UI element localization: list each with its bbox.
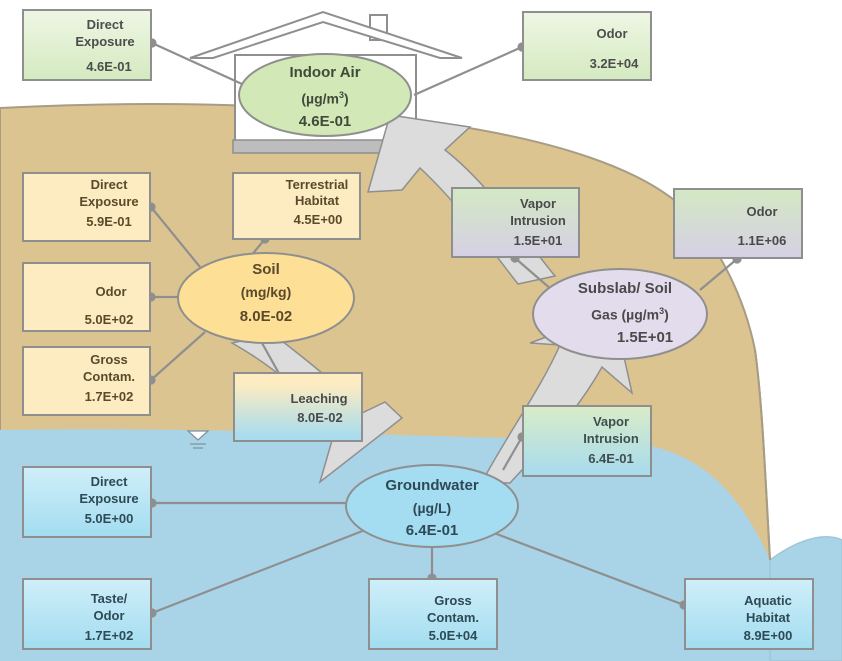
box-label-1: Aquatic [744, 593, 792, 608]
soil-name: Soil [252, 261, 280, 278]
box-label-1: Odor [746, 204, 778, 219]
box-value: 6.4E-01 [588, 451, 634, 466]
groundwater-name: Groundwater [385, 477, 479, 494]
gw-taste-odor-box: Taste/ Odor 1.7E+02 [22, 578, 152, 650]
soil-unit: (mg/kg) [240, 284, 292, 300]
vapor-intrusion-air-box: Vapor Intrusion 1.5E+01 [451, 187, 580, 258]
terrestrial-habitat-box: Terrestrial Habitat 4.5E+00 [232, 172, 361, 240]
box-label-2: Habitat [294, 193, 340, 208]
groundwater-value: 6.4E-01 [405, 522, 459, 539]
groundwater-node [345, 464, 519, 548]
subslab-label: Subslab/ Soil Gas (µg/m3) 1.5E+01 [545, 278, 705, 350]
box-label-1: Direct [90, 474, 128, 489]
box-label-1: Gross [90, 352, 128, 367]
box-label-2: Habitat [745, 610, 791, 625]
box-label-2: Contam. [83, 369, 135, 384]
box-label-1: Taste/ [90, 591, 128, 606]
subslab-soil-gas-node [532, 268, 708, 360]
box-value: 4.6E-01 [86, 59, 132, 74]
box-label-2: Contam. [427, 610, 479, 625]
aquatic-habitat-box: Aquatic Habitat 8.9E+00 [684, 578, 814, 650]
box-label-1: Vapor [519, 196, 557, 211]
groundwater-label: Groundwater (µg/L) 6.4E-01 [352, 475, 512, 543]
box-label-2: Exposure [79, 194, 139, 209]
indoor-air-node [238, 53, 412, 137]
indoor-air-name: Indoor Air [289, 64, 361, 81]
box-label-1: Odor [596, 26, 628, 41]
box-label-1: Direct [86, 17, 124, 32]
water-table-icon [186, 430, 210, 449]
gas-odor-box: Odor 1.1E+06 [673, 188, 803, 259]
box-label-1: Vapor [592, 414, 630, 429]
box-value: 1.1E+06 [737, 233, 787, 248]
soil-direct-exposure-box: Direct Exposure 5.9E-01 [22, 172, 151, 242]
air-direct-exposure-box: Direct Exposure 4.6E-01 [22, 9, 152, 81]
subslab-value: 1.5E+01 [616, 328, 674, 346]
box-label-1: Gross [434, 593, 472, 608]
soil-label: Soil (mg/kg) 8.0E-02 [186, 258, 346, 330]
box-label-2: Exposure [79, 491, 139, 506]
box-value: 1.7E+02 [84, 389, 134, 404]
soil-gross-contam-box: Gross Contam. 1.7E+02 [22, 346, 151, 416]
box-value: 4.5E+00 [293, 212, 343, 227]
indoor-air-label: Indoor Air (µg/m3) 4.6E-01 [245, 62, 405, 134]
indoor-air-unit: (µg/m3) [301, 90, 349, 107]
gw-gross-contam-box: Gross Contam. 5.0E+04 [368, 578, 498, 650]
box-value: 8.9E+00 [743, 628, 793, 643]
box-label-1: Terrestrial [285, 177, 349, 192]
subslab-name: Subslab/ Soil [577, 280, 673, 297]
box-label-2: Odor [93, 608, 125, 623]
box-value: 1.7E+02 [84, 628, 134, 643]
box-value: 5.0E+00 [84, 511, 134, 526]
box-value: 5.0E+04 [428, 628, 478, 643]
box-value: 1.5E+01 [513, 233, 563, 248]
vapor-intrusion-gw-box: Vapor Intrusion 6.4E-01 [522, 405, 652, 477]
box-label-2: Intrusion [583, 431, 639, 446]
box-value: 5.0E+02 [84, 312, 134, 327]
box-label-2: Intrusion [510, 213, 566, 228]
soil-value: 8.0E-02 [239, 308, 293, 325]
leaching-box: Leaching 8.0E-02 [233, 372, 363, 442]
box-label-1: Odor [95, 284, 127, 299]
box-value: 8.0E-02 [297, 410, 343, 425]
box-label-1: Leaching [290, 391, 348, 406]
box-label-2: Exposure [75, 34, 135, 49]
groundwater-unit: (µg/L) [412, 500, 452, 516]
soil-node [177, 252, 355, 344]
box-label-1: Direct [90, 177, 128, 192]
box-value: 5.9E-01 [86, 214, 132, 229]
soil-odor-box: Odor 5.0E+02 [22, 262, 151, 332]
subslab-unit: Gas (µg/m3) [591, 306, 669, 323]
gw-direct-exposure-box: Direct Exposure 5.0E+00 [22, 466, 152, 538]
indoor-air-value: 4.6E-01 [298, 112, 352, 130]
box-value: 3.2E+04 [589, 56, 639, 71]
air-odor-box: Odor 3.2E+04 [522, 11, 652, 81]
